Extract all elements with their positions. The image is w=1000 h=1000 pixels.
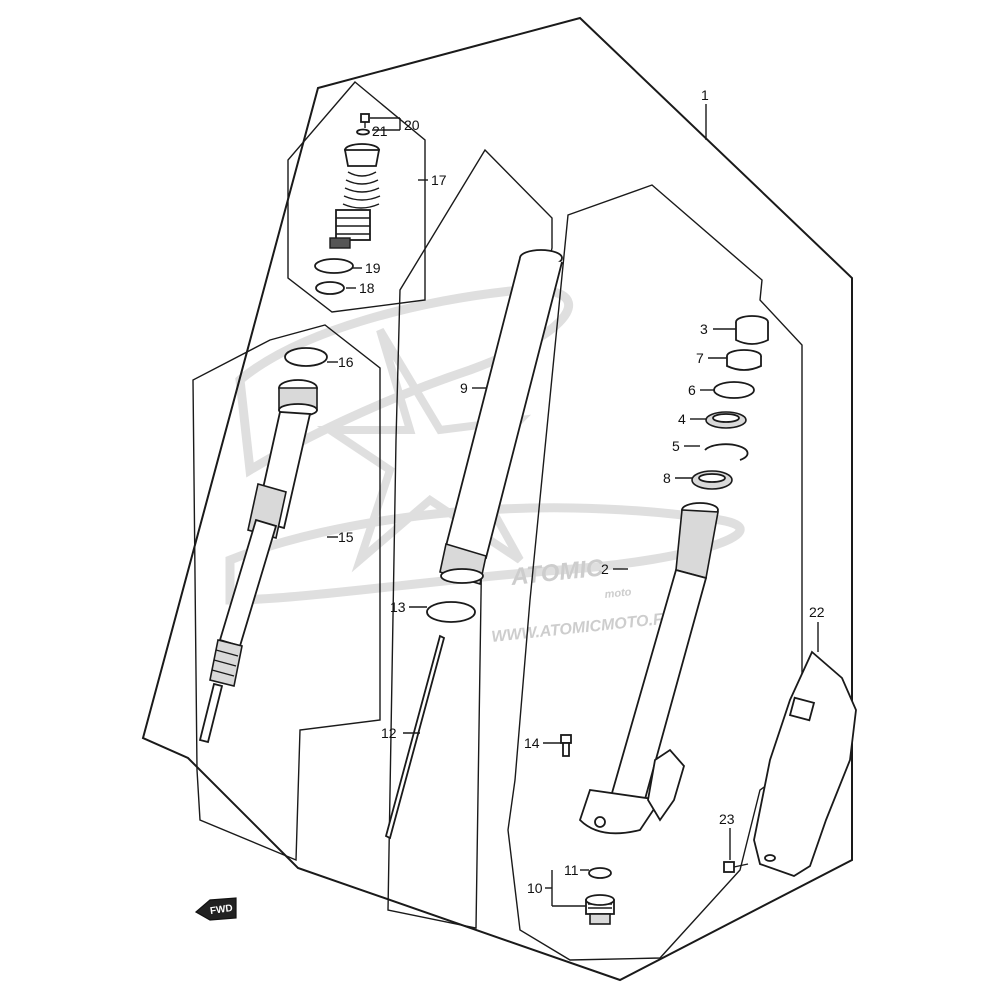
- watermark-logo-text: ATOMIC: [509, 554, 605, 591]
- callout-3: 3: [700, 321, 708, 337]
- assembly-outline-1: [141, 16, 853, 982]
- part-19-o-ring: [314, 258, 354, 274]
- fwd-direction-badge: FWD: [194, 897, 237, 921]
- part-23-screw: [723, 854, 776, 873]
- part-6-washer: [713, 381, 755, 399]
- part-2-outer-tube: [578, 502, 719, 835]
- part-14-bolt: [560, 734, 572, 757]
- callout-9: 9: [460, 380, 468, 396]
- callout-14: 14: [524, 735, 540, 751]
- inner-rod-group-outline: [387, 148, 553, 929]
- callout-17: 17: [431, 172, 447, 188]
- fwd-label: FWD: [209, 903, 233, 917]
- part-7-bushing: [726, 349, 762, 371]
- damper-15-outline: [192, 324, 381, 862]
- leader-lines: [327, 104, 819, 907]
- part-22-fork-guard: [753, 650, 857, 877]
- outer-tube-group-outline: [507, 184, 803, 961]
- callout-23: 23: [719, 811, 735, 827]
- part-13-o-ring: [426, 601, 476, 623]
- callout-4: 4: [678, 411, 686, 427]
- part-9-inner-tube: [439, 249, 563, 586]
- callout-16: 16: [338, 354, 354, 370]
- callout-numbers: 1 3 7 6 4 5 8 2 9 13 12 14 15 16 17 19 1…: [338, 87, 825, 896]
- callout-8: 8: [663, 470, 671, 486]
- callout-18: 18: [359, 280, 375, 296]
- part-20-screw: [360, 113, 370, 128]
- callout-2: 2: [601, 561, 609, 577]
- callout-5: 5: [672, 438, 680, 454]
- callout-6: 6: [688, 382, 696, 398]
- callout-20: 20: [404, 117, 420, 133]
- part-16-ring: [284, 347, 328, 367]
- part-12-rod: [384, 634, 446, 840]
- part-15-damper-rod: [198, 379, 318, 744]
- callout-15: 15: [338, 529, 354, 545]
- kit-17-outline: [287, 81, 426, 313]
- callout-11: 11: [564, 862, 579, 878]
- callout-7: 7: [696, 350, 704, 366]
- part-11-gasket: [588, 867, 612, 879]
- part-5-stopper-ring: [704, 443, 749, 461]
- part-21-washer: [356, 128, 370, 136]
- callout-12: 12: [381, 725, 397, 741]
- callout-10: 10: [527, 880, 543, 896]
- watermark-site: WWW.ATOMICMOTO.FR: [491, 610, 676, 646]
- part-10-drain-bolt: [585, 894, 615, 925]
- part-3-bushing: [735, 315, 769, 345]
- part-22-guard-label: [788, 696, 816, 722]
- callout-22: 22: [809, 604, 825, 620]
- part-8-dust-seal: [691, 470, 733, 490]
- part-18-o-ring: [315, 281, 345, 295]
- part-17-cartridge: [329, 143, 381, 249]
- callout-13: 13: [390, 599, 406, 615]
- callout-1: 1: [701, 87, 709, 103]
- callout-19: 19: [365, 260, 381, 276]
- callout-21: 21: [372, 123, 388, 139]
- watermark-logo-sub: moto: [604, 586, 632, 601]
- part-4-oil-seal: [705, 411, 747, 429]
